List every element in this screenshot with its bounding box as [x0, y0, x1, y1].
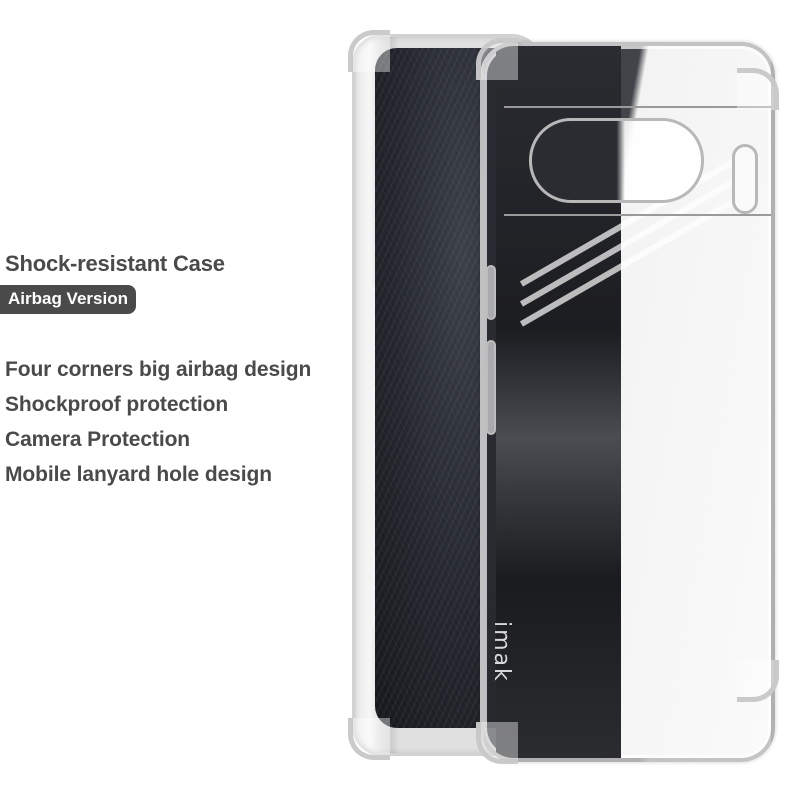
power-button-cutout	[486, 340, 496, 435]
airbag-corner-icon	[348, 718, 390, 760]
airbag-corner-icon	[348, 30, 390, 72]
feature-item: Four corners big airbag design	[5, 358, 312, 381]
phone-case-front-view: imak	[480, 42, 775, 762]
feature-item: Shockproof protection	[5, 393, 229, 416]
volume-button-cutout	[486, 265, 496, 320]
airbag-corner-icon	[476, 38, 518, 80]
feature-list: Four corners big airbag design Shockproo…	[5, 352, 345, 492]
camera-cutout	[529, 118, 704, 203]
airbag-corner-icon	[737, 660, 779, 702]
flash-cutout	[732, 144, 758, 214]
brand-logo: imak	[489, 621, 514, 683]
text-block: Shock-resistant Case Airbag Version Four…	[0, 250, 345, 492]
product-image: imak	[340, 20, 800, 800]
airbag-corner-icon	[476, 722, 518, 764]
feature-item: Camera Protection	[5, 428, 191, 451]
feature-item: Mobile lanyard hole design	[5, 463, 272, 486]
camera-bar	[504, 106, 771, 216]
version-badge: Airbag Version	[0, 285, 136, 314]
headline-title: Shock-resistant Case	[5, 251, 225, 276]
